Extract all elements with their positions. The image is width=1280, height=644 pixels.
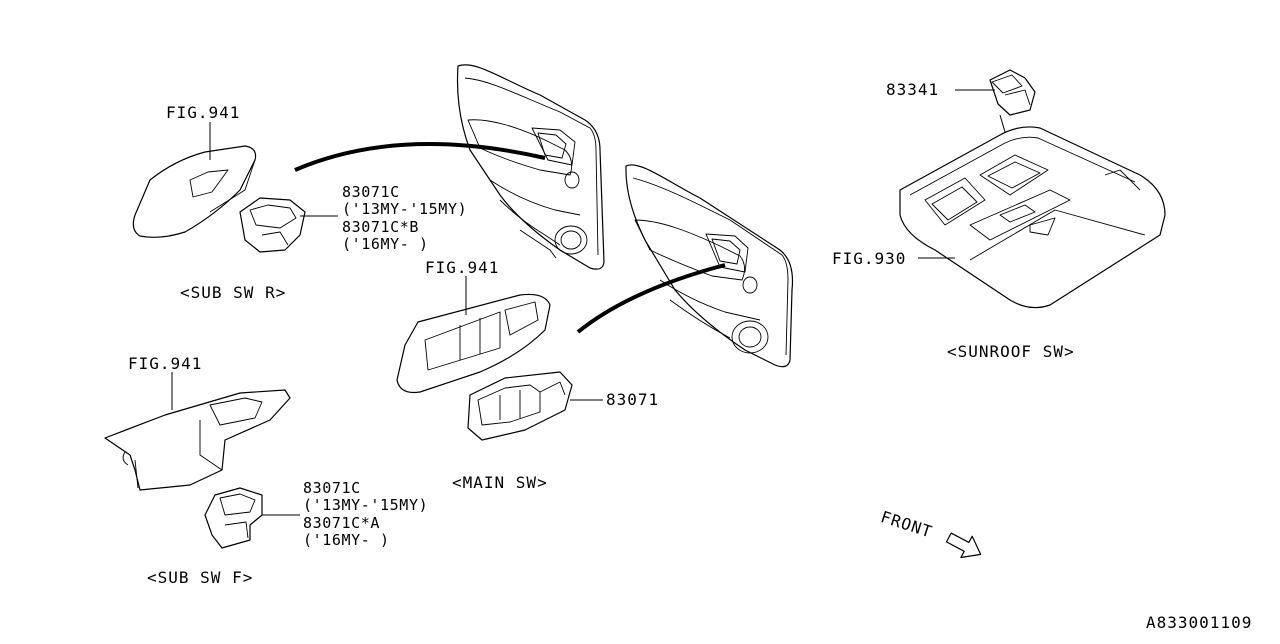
drawing-id: A833001109	[1146, 613, 1253, 632]
callout-83071cb-sub-r[interactable]: 83071C*B	[342, 218, 420, 236]
callout-range-sub-f-1: ('13MY-'15MY)	[303, 496, 429, 514]
sub-sw-r-bezel	[132, 145, 257, 238]
callout-83071ca-sub-f[interactable]: 83071C*A	[303, 514, 381, 532]
callout-fig941-sub-f[interactable]: FIG.941	[128, 354, 203, 373]
group-label-sunroof-sw: <SUNROOF SW>	[947, 342, 1075, 361]
main-sw-bezel	[396, 293, 551, 394]
callout-fig930[interactable]: FIG.930	[832, 249, 907, 268]
sub-sw-r-switch	[239, 197, 306, 253]
callout-83071c-sub-f[interactable]: 83071C	[303, 479, 361, 497]
callout-83071-main[interactable]: 83071	[606, 390, 660, 409]
group-label-main-sw: <MAIN SW>	[452, 473, 548, 492]
callout-range-sub-r-2: ('16MY- )	[342, 235, 429, 253]
callout-fig941-main[interactable]: FIG.941	[425, 258, 500, 277]
callout-range-sub-r-1: ('13MY-'15MY)	[342, 200, 468, 218]
sub-sw-f-switch	[204, 487, 263, 549]
callout-fig941-sub-r[interactable]: FIG.941	[166, 103, 241, 122]
front-arrow	[945, 532, 982, 559]
group-label-sub-sw-r: <SUB SW R>	[180, 283, 287, 302]
part-83341-switch	[989, 69, 1036, 116]
rear-door-trim	[456, 64, 605, 270]
front-door-trim	[625, 164, 794, 368]
main-sw-switch	[467, 371, 573, 441]
callout-83341[interactable]: 83341	[886, 80, 940, 99]
callout-range-sub-f-2: ('16MY- )	[303, 531, 390, 549]
sunroof-console	[899, 126, 1166, 309]
sub-sw-f-bezel	[104, 389, 291, 491]
callout-83071c-sub-r[interactable]: 83071C	[342, 183, 400, 201]
group-label-sub-sw-f: <SUB SW F>	[147, 568, 254, 587]
